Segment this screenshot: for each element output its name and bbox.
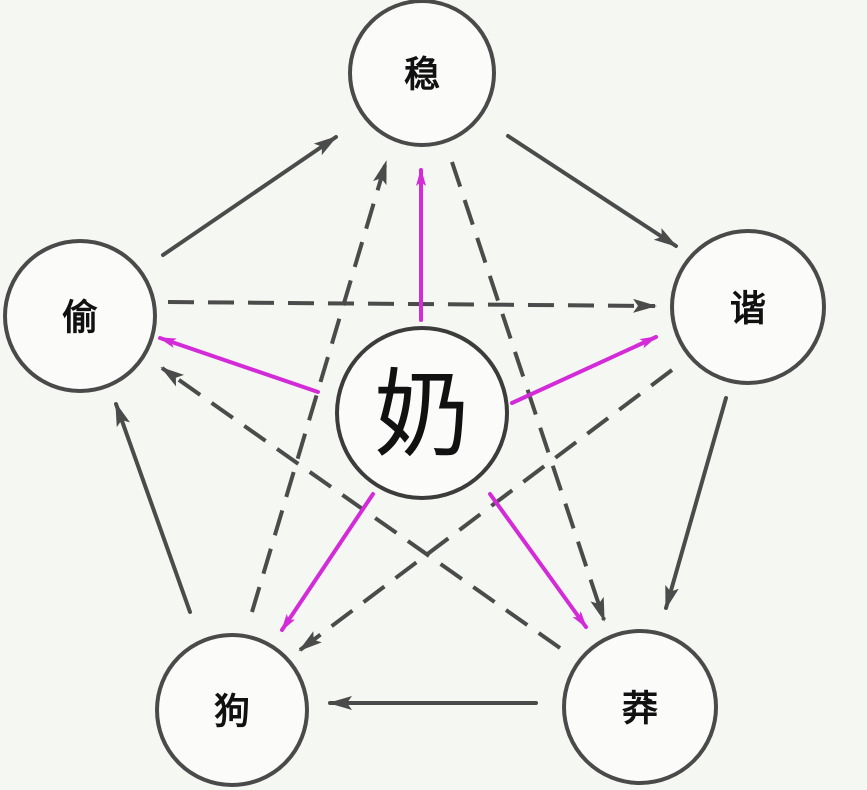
- node-label-mang: 莽: [622, 689, 658, 730]
- edge-wen-to-mang: [450, 161, 606, 622]
- edge-nai-to-gou: [280, 492, 375, 632]
- center-circle: [335, 326, 509, 500]
- node-mang: 莽: [562, 629, 718, 785]
- center-label: 奶: [374, 359, 470, 471]
- edge-wen-to-xie: [506, 134, 678, 248]
- outer-solid-cycle: [114, 134, 728, 710]
- node-label-wen: 稳: [404, 55, 440, 96]
- edge-tou-to-xie: [167, 298, 657, 313]
- inner-dashed-star: [160, 160, 674, 652]
- node-circle-tou: [3, 239, 157, 393]
- node-circle-mang: [562, 629, 718, 785]
- node-gou: 狗: [155, 633, 309, 787]
- edge-mang-to-tou: [160, 366, 562, 650]
- node-circle-wen: [348, 0, 496, 147]
- node-circle-xie: [670, 229, 826, 385]
- edge-tou-to-wen: [161, 135, 338, 257]
- center-pink-spokes: [158, 168, 658, 632]
- center-node-nai: 奶: [335, 326, 509, 500]
- node-label-tou: 偷: [62, 298, 98, 339]
- node-wen: 稳: [348, 0, 496, 147]
- edge-nai-to-mang: [488, 492, 588, 629]
- edge-nai-to-tou: [158, 336, 320, 394]
- edge-xie-to-mang: [664, 396, 728, 610]
- edge-gou-to-tou: [114, 402, 192, 614]
- node-xie: 谐: [670, 229, 826, 385]
- node-label-gou: 狗: [214, 692, 250, 733]
- edge-nai-to-xie: [510, 335, 658, 405]
- node-tou: 偷: [3, 239, 157, 393]
- node-circle-gou: [155, 633, 309, 787]
- node-label-xie: 谐: [730, 289, 766, 330]
